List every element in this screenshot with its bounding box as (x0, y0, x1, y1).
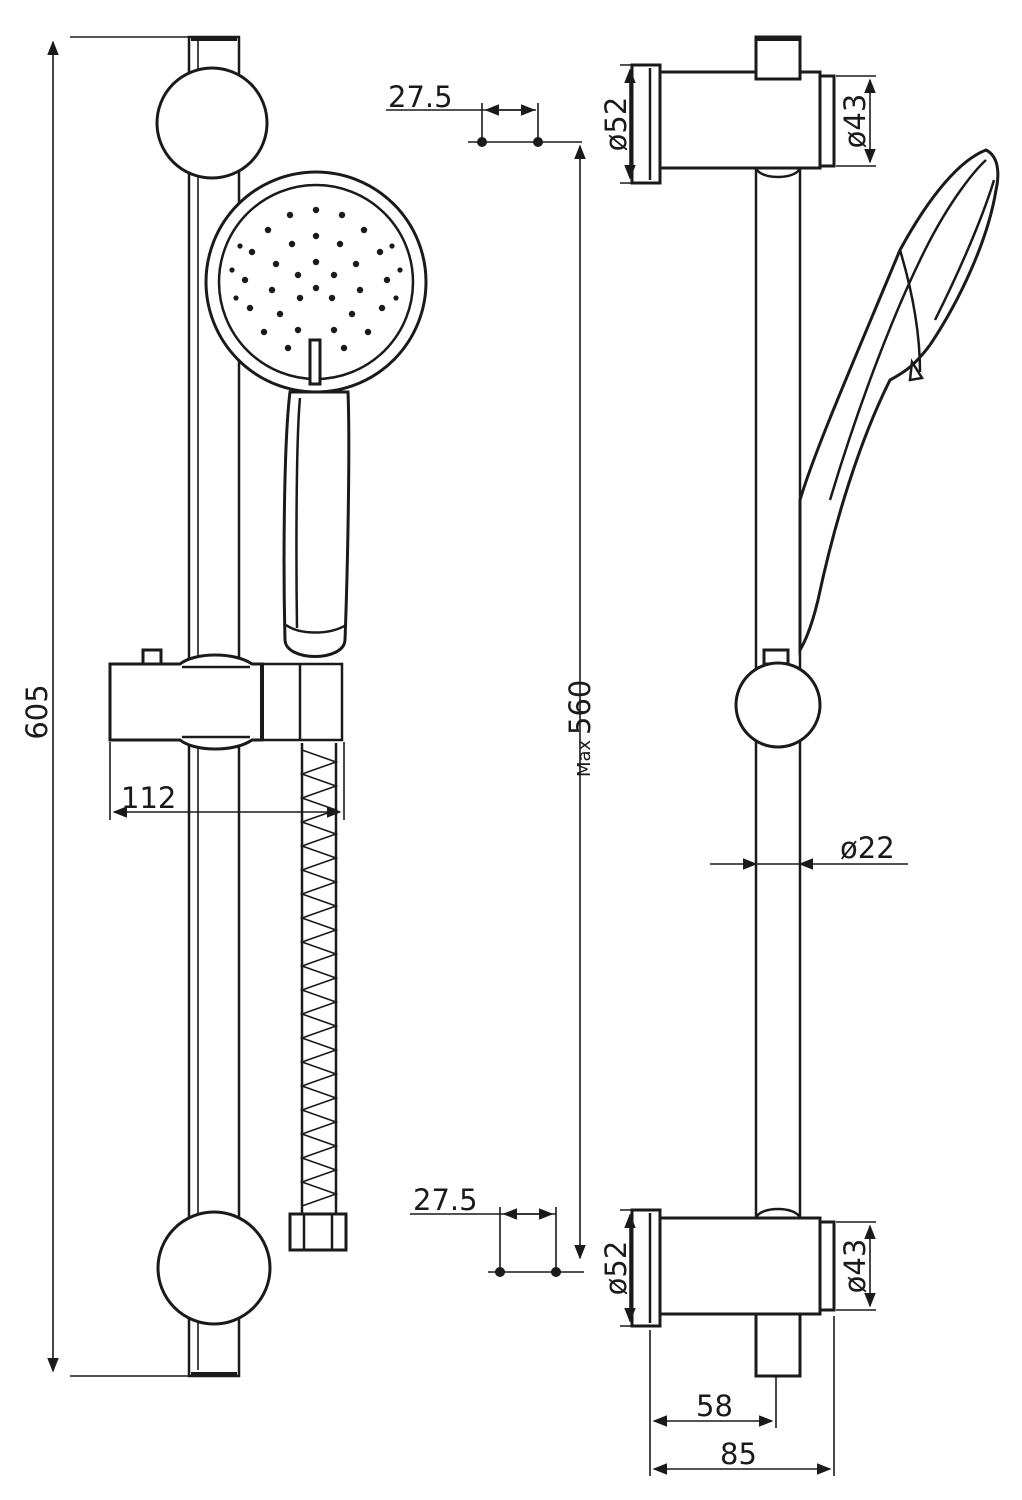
holder-projection-dimension: 112 (109, 742, 345, 820)
side-hand-shower (798, 148, 1000, 656)
overall-height-dimension: 605 (20, 36, 190, 1377)
side-bottom-bracket (630, 1207, 836, 1378)
hole-spacing-top-label: 27.5 (388, 80, 453, 114)
holder-projection-label: 112 (121, 781, 176, 815)
rail-diameter-dimension: ø22 (710, 831, 908, 870)
side-top-bracket (630, 35, 836, 185)
bottom-bracket-diameter-label: ø52 (599, 1241, 633, 1296)
slide-holder (108, 648, 344, 751)
hole-spacing-top-dimension: 27.5 (386, 80, 582, 147)
shower-hose (288, 743, 348, 1252)
top-cap-diameter-label: ø43 (838, 94, 872, 149)
hole-spacing-bottom-dimension: 27.5 (410, 1183, 584, 1277)
bottom-cap-diameter-label: ø43 (838, 1239, 872, 1294)
rail-offset-dimension: 58 (649, 1330, 777, 1476)
bracket-spacing-label: 560 (563, 680, 597, 735)
side-view: ø52 ø43 ø52 ø43 (599, 35, 1000, 1476)
bracket-spacing-prefix: Max (574, 739, 595, 777)
bottom-wall-bracket (156, 1210, 272, 1326)
rail-diameter-label: ø22 (840, 831, 895, 865)
front-view: 605 (20, 35, 428, 1378)
hand-shower (204, 170, 428, 658)
overall-height-label: 605 (20, 684, 54, 739)
top-wall-bracket (155, 66, 269, 180)
bracket-spacing-dimension: Max 560 (563, 144, 597, 1260)
spray-nozzles (229, 206, 403, 352)
rail-offset-label: 58 (696, 1389, 733, 1423)
bracket-depth-label: 85 (720, 1437, 757, 1471)
side-slide-holder (734, 648, 822, 749)
top-bracket-diameter-label: ø52 (599, 97, 633, 152)
bracket-depth-dimension: 85 (652, 1316, 835, 1476)
hole-spacing-bottom-label: 27.5 (413, 1183, 478, 1217)
